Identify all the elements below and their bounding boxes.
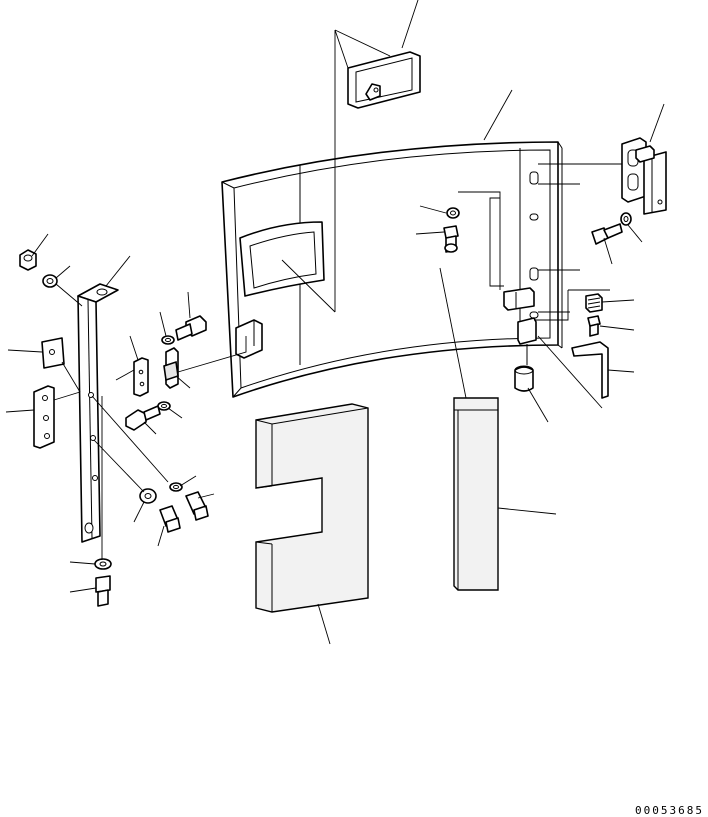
hinge-assembly bbox=[621, 137, 667, 215]
door-hinge-slots bbox=[529, 171, 539, 319]
door-washer bbox=[446, 207, 460, 219]
drawing-number: 00053685 bbox=[635, 804, 704, 817]
washer-middle bbox=[157, 401, 171, 411]
bolt-lower-left bbox=[159, 505, 181, 533]
bolt-upper bbox=[175, 315, 207, 341]
door-striker-bracket bbox=[235, 319, 263, 359]
door-bolt bbox=[443, 225, 459, 253]
clamp-plate bbox=[33, 385, 55, 449]
latch-screw bbox=[587, 315, 601, 337]
hinge-washer bbox=[620, 212, 632, 226]
leader-lines bbox=[5, 0, 665, 645]
door-window-frame bbox=[239, 221, 325, 297]
washer-large-lower bbox=[139, 488, 157, 504]
door-panel bbox=[221, 141, 563, 398]
bottom-bolt bbox=[95, 575, 111, 607]
strip-pad bbox=[453, 397, 499, 591]
spacer-plate bbox=[41, 337, 65, 369]
c-shaped-pad bbox=[255, 403, 369, 613]
lock-striker bbox=[517, 317, 537, 365]
bracket-nut bbox=[19, 249, 37, 271]
bolt-lower-right bbox=[185, 491, 209, 521]
washer-upper bbox=[161, 335, 175, 345]
washer-small-lower bbox=[169, 482, 183, 492]
door-handle bbox=[347, 51, 421, 109]
door-stopper-rubber bbox=[514, 365, 534, 392]
clip-bracket-left bbox=[133, 357, 149, 397]
bracket-washer bbox=[42, 274, 58, 288]
hinge-bolt bbox=[591, 223, 623, 245]
lock-block bbox=[503, 287, 535, 311]
bolt-middle bbox=[125, 405, 161, 431]
latch-nut bbox=[585, 293, 603, 313]
mounting-bracket bbox=[77, 283, 119, 543]
clip-bracket-right bbox=[163, 347, 179, 389]
lock-rod bbox=[571, 341, 609, 399]
bottom-washer bbox=[94, 558, 112, 570]
